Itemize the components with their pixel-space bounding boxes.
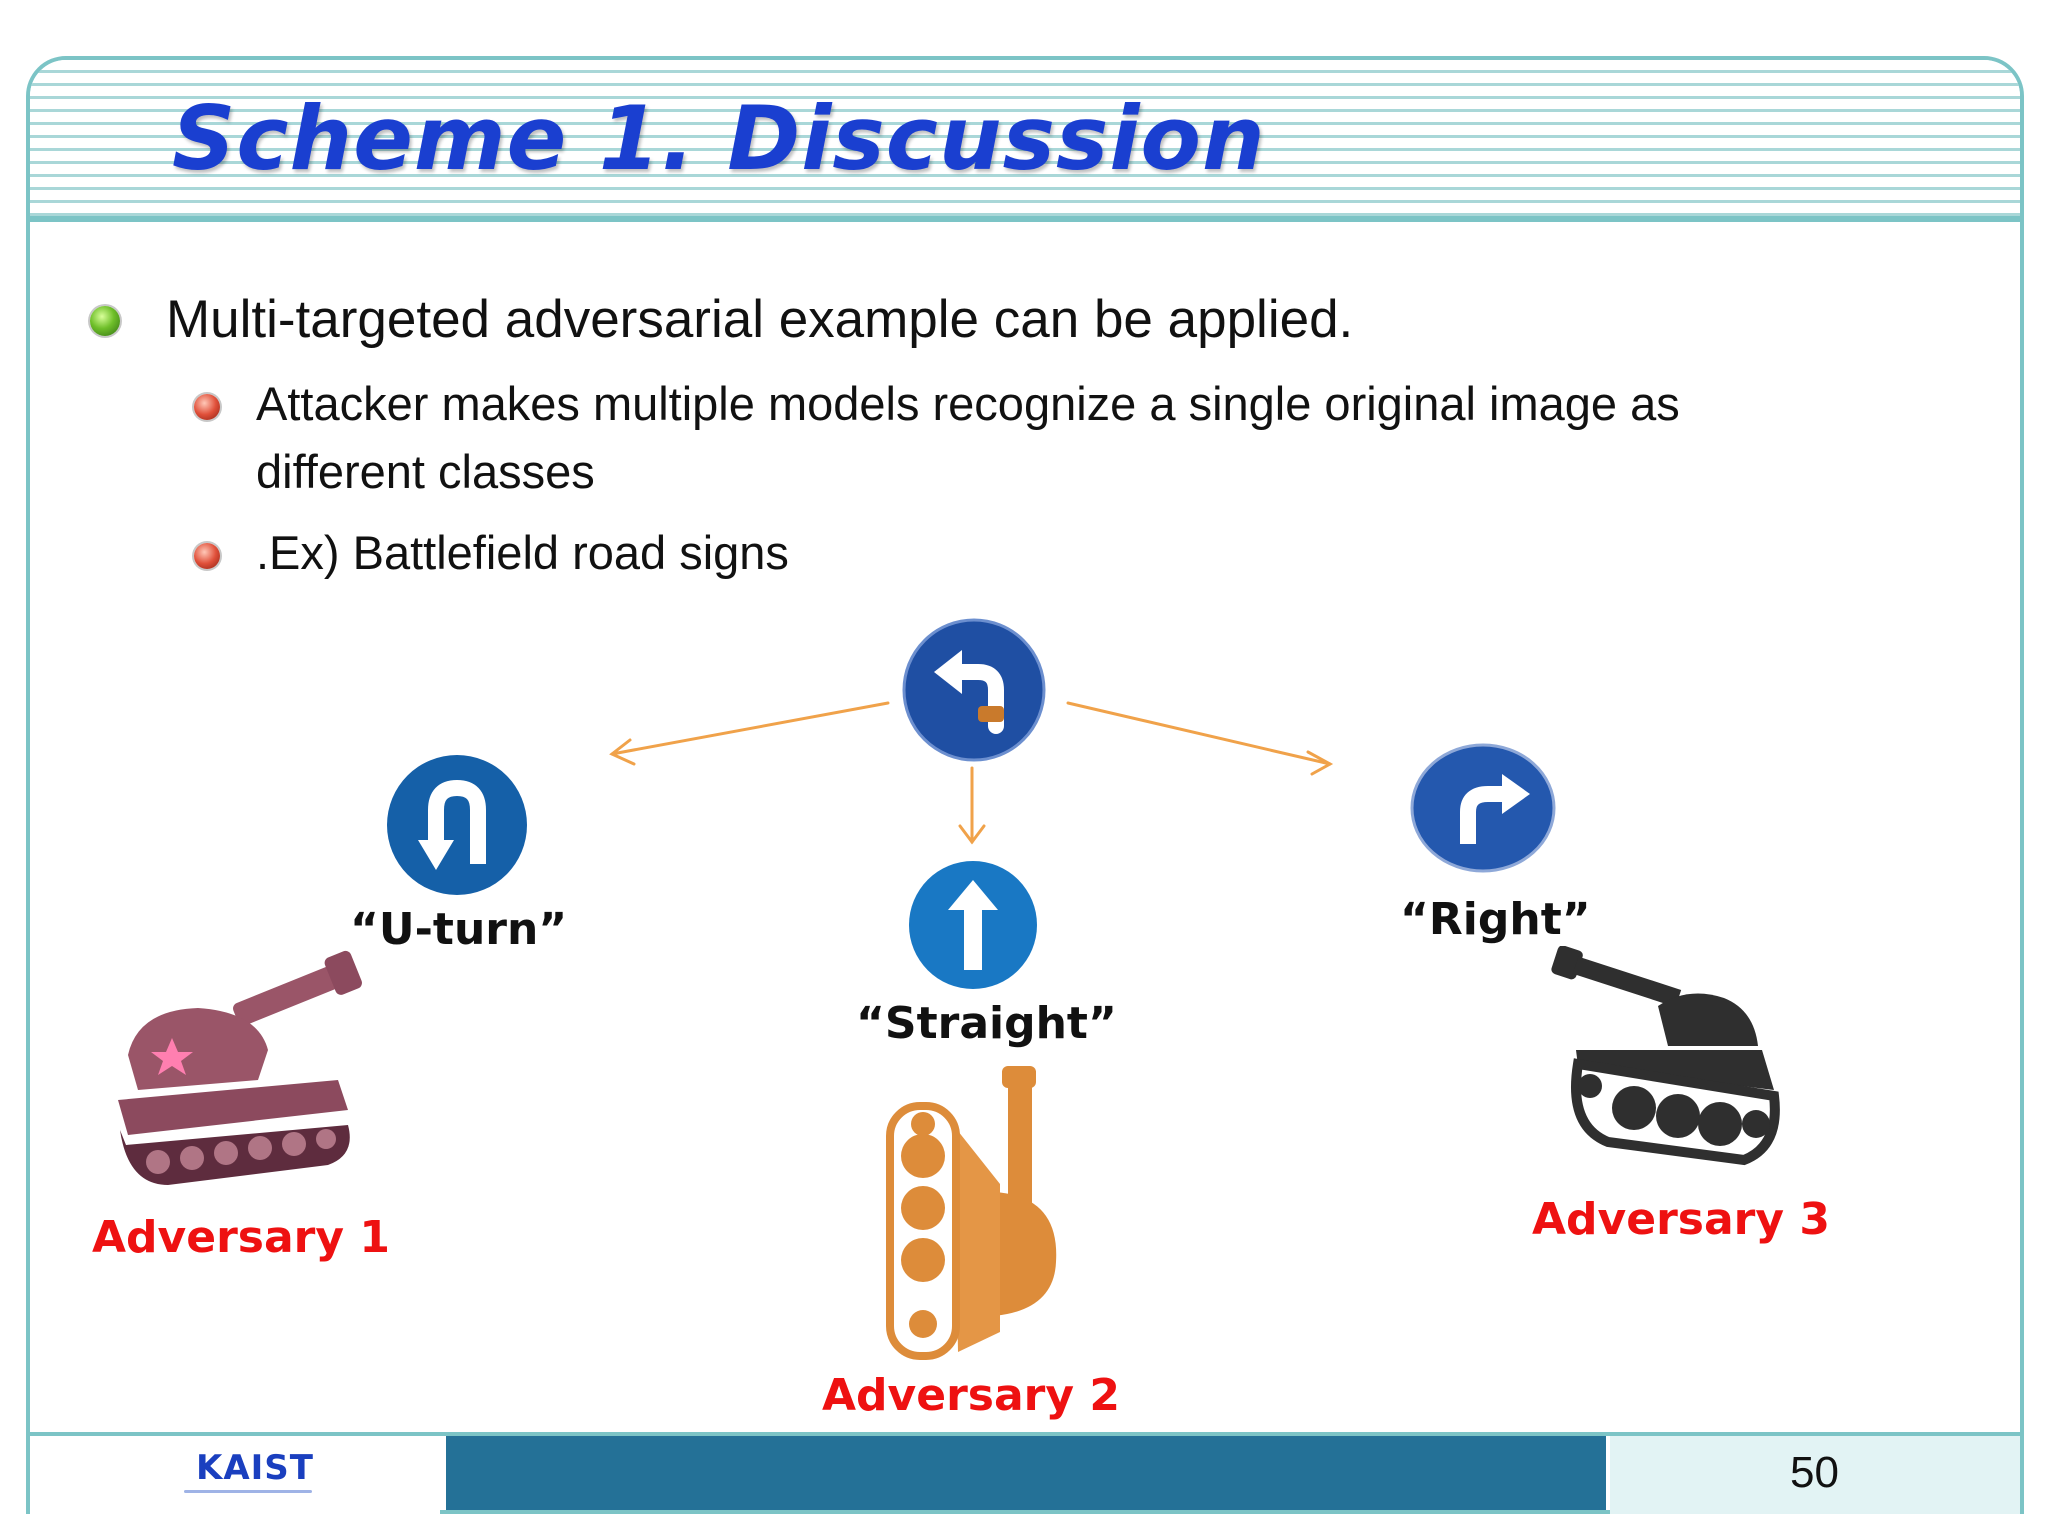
header-stripes xyxy=(30,60,2020,218)
kaist-logo: KAIST xyxy=(196,1448,314,1488)
footer-page-area xyxy=(1610,1436,2020,1514)
arrow-to-right xyxy=(1066,701,1334,776)
red-bullet-icon xyxy=(194,543,220,569)
tank-2-icon xyxy=(886,1066,1057,1360)
adversary-2-label: Adversary 2 xyxy=(822,1370,1120,1421)
slide-frame xyxy=(26,56,2024,1514)
footer-divider xyxy=(30,1432,2020,1436)
page-number: 50 xyxy=(1790,1448,1839,1497)
bullet-sub-1: Attacker makes multiple models recognize… xyxy=(256,377,1680,498)
tank-1-icon xyxy=(118,950,362,1185)
straight-sign-icon xyxy=(909,861,1037,989)
footer-logo-area xyxy=(30,1436,440,1514)
green-bullet-icon xyxy=(90,306,120,336)
adversary-3-label: Adversary 3 xyxy=(1532,1194,1830,1245)
slide-title: Scheme 1. Discussion xyxy=(172,87,1266,190)
tank-3-icon xyxy=(1551,946,1780,1166)
arrow-to-uturn xyxy=(609,701,890,766)
uturn-label: “U-turn” xyxy=(350,904,568,955)
bullet-sub-2: .Ex) Battlefield road signs xyxy=(256,526,789,579)
left-turn-sign-icon xyxy=(900,616,1048,764)
bullet-main: Multi-targeted adversarial example can b… xyxy=(166,290,1354,349)
right-turn-sign-icon xyxy=(1409,742,1557,874)
footer-bar xyxy=(446,1436,1606,1510)
u-turn-sign-icon xyxy=(387,755,527,895)
header-divider xyxy=(30,216,2020,222)
right-label: “Right” xyxy=(1400,894,1591,945)
arrow-to-straight xyxy=(958,766,986,845)
adversary-1-label: Adversary 1 xyxy=(92,1212,390,1263)
straight-label: “Straight” xyxy=(856,998,1117,1049)
red-bullet-icon xyxy=(194,394,220,420)
patch-sticker xyxy=(978,706,1004,722)
kaist-logo-swoosh xyxy=(184,1490,312,1493)
